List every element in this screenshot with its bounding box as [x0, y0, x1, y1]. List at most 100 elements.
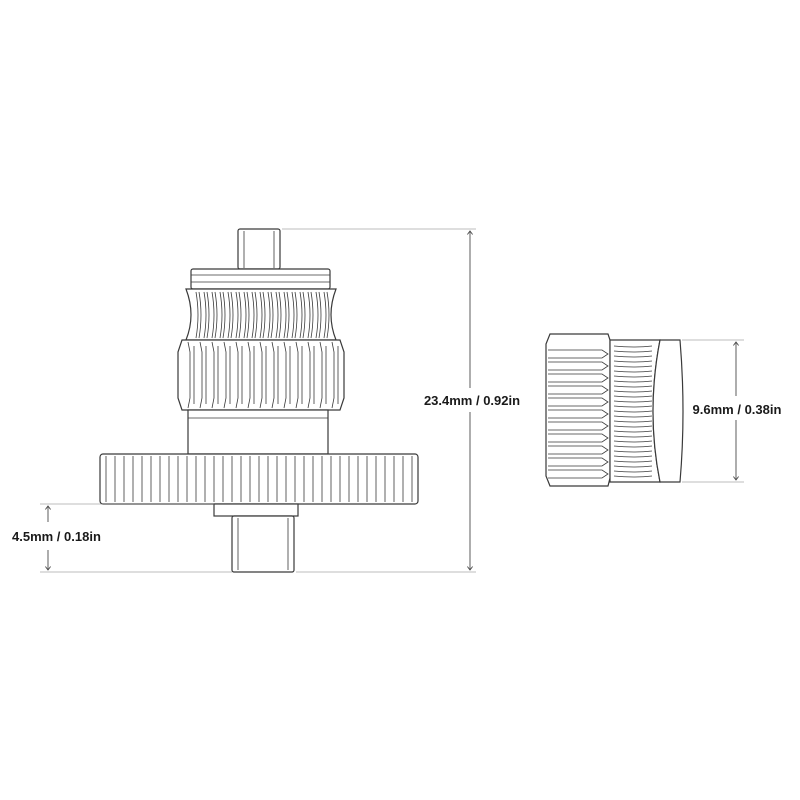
- side-tooth: [548, 409, 609, 419]
- top-pin: [237, 228, 281, 270]
- groove-line: [613, 405, 653, 408]
- groove-line: [613, 370, 653, 373]
- groove-rib: [254, 291, 258, 339]
- hob-tooth: [187, 341, 191, 409]
- hob-tooth: [247, 341, 251, 409]
- groove-line: [613, 430, 653, 433]
- upper-cap: [190, 268, 331, 290]
- groove-rib: [267, 291, 271, 339]
- groove-rib: [251, 291, 255, 339]
- side-tooth: [548, 457, 609, 467]
- overall-height-dimension: 23.4mm / 0.92in: [282, 228, 520, 573]
- groove-line: [613, 470, 653, 473]
- groove-rib: [307, 291, 311, 339]
- groove-line: [613, 385, 653, 388]
- groove-rib: [211, 291, 215, 339]
- groove-line: [613, 360, 653, 363]
- hob-tooth: [331, 341, 335, 409]
- hob-tooth: [319, 341, 323, 409]
- shaft-length-dimension: 4.5mm / 0.18in: [12, 503, 232, 573]
- groove-rib: [262, 291, 266, 339]
- groove-line: [613, 395, 653, 398]
- groove-rib: [275, 291, 279, 339]
- groove-rib: [259, 291, 263, 339]
- side-tooth: [548, 421, 609, 431]
- gear-height-dimension: 9.6mm / 0.38in: [682, 339, 782, 483]
- groove-line: [613, 465, 653, 468]
- groove-rib: [203, 291, 207, 339]
- hob-tooth: [259, 341, 263, 409]
- groove-line: [613, 435, 653, 438]
- groove-line: [613, 420, 653, 423]
- groove-line: [613, 400, 653, 403]
- groove-rib: [243, 291, 247, 339]
- groove-rib: [195, 291, 199, 339]
- groove-rib: [318, 291, 322, 339]
- groove-rib: [227, 291, 231, 339]
- hobbed-teeth: [177, 339, 345, 411]
- groove-line: [613, 355, 653, 358]
- side-view-gear: [545, 333, 684, 487]
- groove-line: [613, 445, 653, 448]
- groove-line: [613, 455, 653, 458]
- groove-line: [613, 375, 653, 378]
- groove-line: [613, 380, 653, 383]
- groove-rib: [291, 291, 295, 339]
- side-tooth: [548, 349, 609, 359]
- groove-line: [613, 415, 653, 418]
- groove-rib: [294, 291, 298, 339]
- shaft-length-label: 4.5mm / 0.18in: [12, 529, 101, 544]
- groove-rib: [198, 291, 202, 339]
- groove-line: [613, 475, 653, 478]
- side-tooth: [548, 385, 609, 395]
- groove-line: [613, 440, 653, 443]
- side-tooth: [548, 373, 609, 383]
- groove-rib: [302, 291, 306, 339]
- groove-line: [613, 425, 653, 428]
- groove-rib: [222, 291, 226, 339]
- groove-rib: [323, 291, 327, 339]
- groove-line: [613, 390, 653, 393]
- hob-tooth: [199, 341, 203, 409]
- hob-tooth: [307, 341, 311, 409]
- side-tooth: [548, 445, 609, 455]
- groove-line: [613, 460, 653, 463]
- spur-gear: [99, 453, 419, 505]
- hub: [187, 409, 329, 455]
- groove-rib: [230, 291, 234, 339]
- groove-rib: [238, 291, 242, 339]
- groove-line: [613, 365, 653, 368]
- groove-line: [613, 410, 653, 413]
- side-tooth: [548, 469, 609, 479]
- groove-rib: [270, 291, 274, 339]
- groove-rib: [315, 291, 319, 339]
- groove-rib: [214, 291, 218, 339]
- hob-tooth: [223, 341, 227, 409]
- groove-rib: [310, 291, 314, 339]
- gear-height-label: 9.6mm / 0.38in: [693, 402, 782, 417]
- groove-rib: [206, 291, 210, 339]
- overall-height-label: 23.4mm / 0.92in: [424, 393, 520, 408]
- groove-rib: [299, 291, 303, 339]
- groove-rib: [278, 291, 282, 339]
- groove-rib: [283, 291, 287, 339]
- groove-rib: [235, 291, 239, 339]
- knurled-groove: [185, 288, 337, 341]
- groove-line: [613, 345, 653, 348]
- groove-line: [613, 450, 653, 453]
- hob-tooth: [235, 341, 239, 409]
- drive-gear-assembly: [99, 228, 419, 573]
- hob-tooth: [283, 341, 287, 409]
- hob-tooth: [211, 341, 215, 409]
- side-tooth: [548, 361, 609, 371]
- groove-rib: [326, 291, 330, 339]
- hob-tooth: [271, 341, 275, 409]
- groove-rib: [246, 291, 250, 339]
- lower-shaft: [213, 503, 299, 573]
- side-tooth: [548, 397, 609, 407]
- hob-tooth: [295, 341, 299, 409]
- groove-rib: [286, 291, 290, 339]
- groove-line: [613, 350, 653, 353]
- side-tooth: [548, 433, 609, 443]
